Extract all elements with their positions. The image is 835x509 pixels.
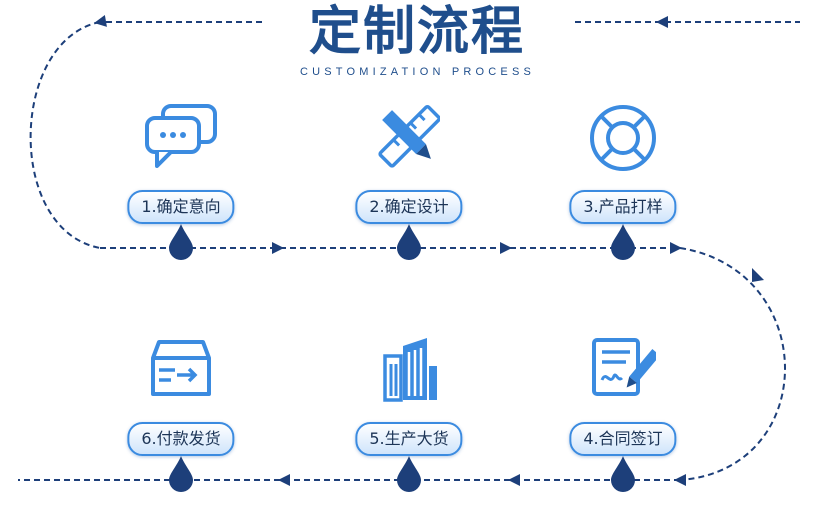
step-2-label: 2.确定设计 [355,190,463,224]
drop-marker-4 [611,456,635,492]
step-5: 5.生产大货 [324,336,494,496]
drop-marker-1 [169,224,193,260]
step-4-label: 4.合同签订 [569,422,677,456]
arrow-top-left [94,15,107,27]
drop-marker-5 [397,456,421,492]
building-icon [383,338,437,402]
arrow-bottom-2 [508,474,520,486]
step-4: 4.合同签订 [538,336,708,496]
page-title: 定制流程 [262,0,572,64]
arrow-bottom-1 [674,474,686,486]
left-arc [29,21,101,249]
drop-marker-6 [169,456,193,492]
step-3: 3.产品打样 [538,104,708,264]
right-arc [679,247,786,481]
step-3-label: 3.产品打样 [569,190,677,224]
page-subtitle: CUSTOMIZATION PROCESS [299,66,536,78]
arrow-top-right [656,16,668,28]
arrow-mid-2 [500,242,512,254]
delivery-box-icon [151,340,211,396]
step-1: 1.确定意向 [96,104,266,264]
chat-bubbles-icon [145,104,217,168]
step-2: 2.确定设计 [324,104,494,264]
contract-sign-icon [592,338,656,396]
step-5-label: 5.生产大货 [355,422,463,456]
arrow-bottom-3 [278,474,290,486]
ruler-pencil-icon [378,104,440,168]
lifebuoy-icon [590,105,656,171]
arrow-right-arc [752,268,764,282]
step-6: 6.付款发货 [96,336,266,496]
drop-marker-2 [397,224,421,260]
step-1-label: 1.确定意向 [127,190,235,224]
drop-marker-3 [611,224,635,260]
step-6-label: 6.付款发货 [127,422,235,456]
arrow-mid-3 [670,242,682,254]
arrow-mid-1 [272,242,284,254]
